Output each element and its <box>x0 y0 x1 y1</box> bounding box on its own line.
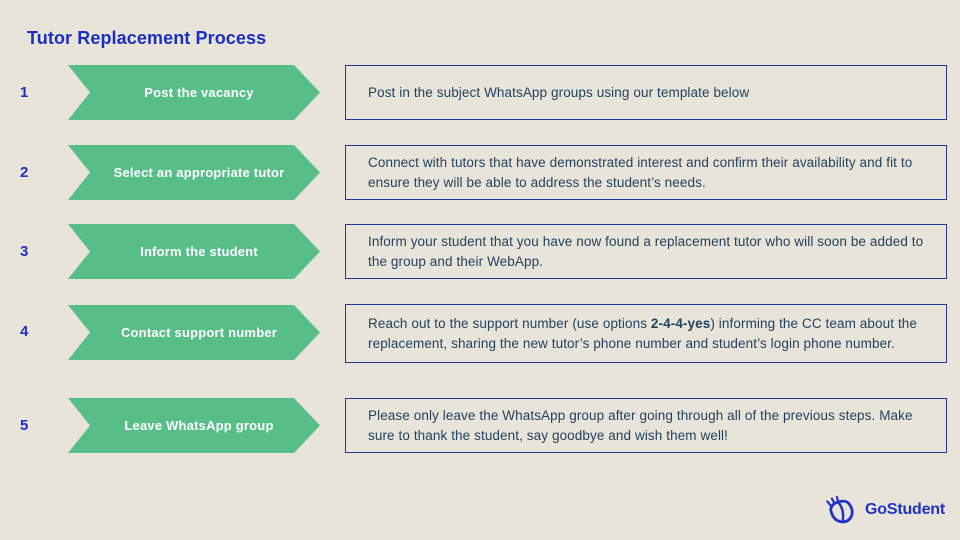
desc-bold-text: 2-4-4-yes <box>650 316 711 332</box>
step-row: 5 Leave WhatsApp group Please only leave… <box>20 398 947 453</box>
brand-wordmark: GoStudent <box>865 501 945 518</box>
step-arrow-label: Select an appropriate tutor <box>113 165 285 180</box>
step-arrow: Leave WhatsApp group <box>68 398 320 453</box>
desc-text: ) informing the CC team about the replac… <box>368 316 918 351</box>
gostudent-hand-icon <box>824 491 860 529</box>
step-description: Reach out to the support number (use opt… <box>368 314 924 352</box>
desc-text: Reach out to the support number (use opt… <box>368 316 651 332</box>
step-description: Post in the subject WhatsApp groups usin… <box>368 83 749 102</box>
step-number: 5 <box>20 417 29 434</box>
step-number: 1 <box>20 84 29 101</box>
step-description-box: Inform your student that you have now fo… <box>345 224 947 279</box>
step-arrow: Inform the student <box>68 224 320 279</box>
desc-text: Connect with tutors that have demonstrat… <box>368 155 913 190</box>
desc-text: Please only leave the WhatsApp group aft… <box>368 408 913 443</box>
step-row: 4 Contact support number Reach out to th… <box>20 304 947 363</box>
page-title: Tutor Replacement Process <box>27 28 267 48</box>
step-description-box: Please only leave the WhatsApp group aft… <box>345 398 947 453</box>
desc-text: Post in the subject WhatsApp groups usin… <box>368 84 750 100</box>
step-number: 3 <box>20 243 29 260</box>
step-arrow: Select an appropriate tutor <box>68 145 320 200</box>
step-arrow-label: Contact support number <box>120 325 278 340</box>
brand-logo: GoStudent <box>824 491 945 529</box>
step-number: 2 <box>20 164 29 181</box>
step-number: 4 <box>20 323 29 340</box>
step-arrow: Post the vacancy <box>68 65 320 120</box>
desc-text: Inform your student that you have now fo… <box>368 234 924 269</box>
step-row: 2 Select an appropriate tutor Connect wi… <box>20 145 947 200</box>
step-description-box: Reach out to the support number (use opt… <box>345 304 947 363</box>
step-description: Inform your student that you have now fo… <box>368 232 924 270</box>
step-arrow-label: Post the vacancy <box>144 85 254 100</box>
step-row: 3 Inform the student Inform your student… <box>20 224 947 279</box>
step-arrow: Contact support number <box>68 305 320 360</box>
step-description-box: Connect with tutors that have demonstrat… <box>345 145 947 200</box>
step-arrow-label: Inform the student <box>140 244 258 259</box>
step-description: Connect with tutors that have demonstrat… <box>368 153 924 191</box>
step-arrow-label: Leave WhatsApp group <box>124 418 274 433</box>
step-row: 1 Post the vacancy Post in the subject W… <box>20 65 947 120</box>
step-description: Please only leave the WhatsApp group aft… <box>368 406 924 444</box>
step-description-box: Post in the subject WhatsApp groups usin… <box>345 65 947 120</box>
